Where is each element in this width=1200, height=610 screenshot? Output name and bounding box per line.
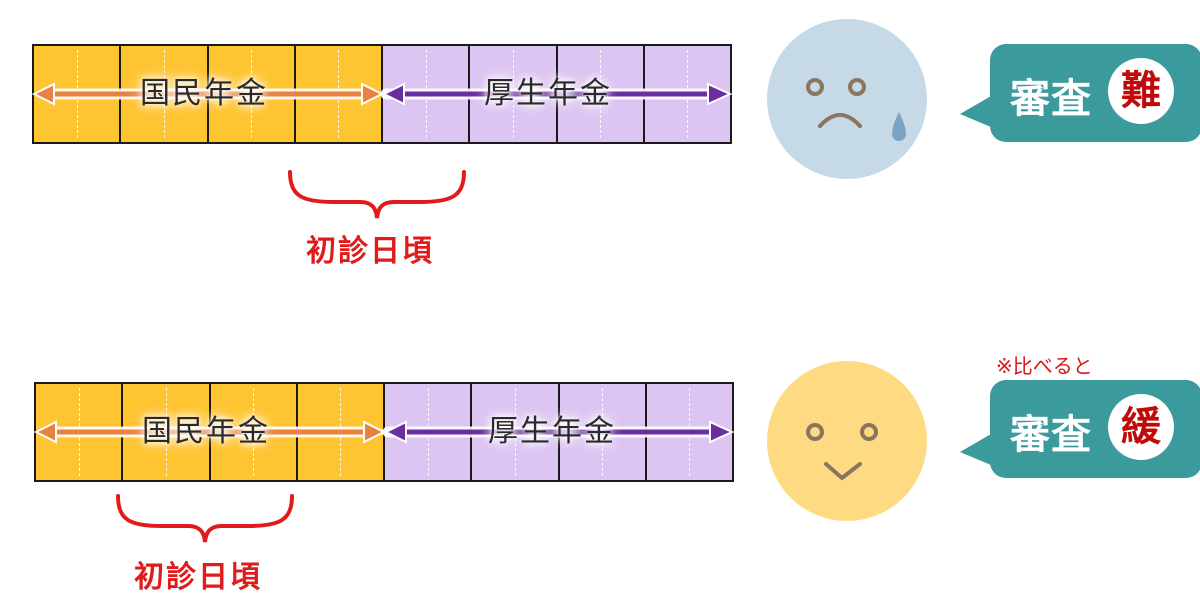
scenario-difficult-review: 国民年金 厚生年金 初診日頃 審査 難 — [0, 0, 1200, 269]
shoshin-brace — [116, 494, 294, 543]
smile-face-icon — [767, 361, 927, 521]
difficulty-text: 緩 — [1121, 404, 1161, 450]
shoshin-brace — [288, 170, 466, 219]
bubble-text: 審査 — [1010, 412, 1092, 458]
shoshin-label: 初診日頃 — [306, 234, 434, 269]
scenario-lenient-review: 国民年金 厚生年金 初診日頃 ※比べると 審査 緩 — [0, 340, 1200, 600]
kokumin-span-arrow — [34, 420, 387, 444]
timeline-arrows — [32, 82, 732, 106]
tear-icon — [892, 112, 906, 141]
timeline-arrows — [34, 420, 734, 444]
bubble-text: 審査 — [1010, 76, 1092, 122]
bubble-tail — [960, 430, 998, 468]
kokumin-label: 国民年金 — [142, 414, 270, 449]
shoshin-label: 初診日頃 — [134, 560, 262, 595]
kokumin-span-arrow — [32, 82, 385, 106]
kosei-label: 厚生年金 — [488, 414, 616, 449]
kokumin-label: 国民年金 — [140, 76, 268, 111]
difficulty-text: 難 — [1121, 68, 1161, 114]
kosei-label: 厚生年金 — [484, 76, 612, 111]
bubble-tail — [960, 92, 998, 130]
comparison-note: ※比べると — [996, 354, 1093, 378]
kosei-span-arrow — [382, 420, 734, 444]
difficulty-badge: 難 — [1108, 58, 1174, 124]
difficulty-badge: 緩 — [1108, 394, 1174, 460]
kosei-span-arrow — [380, 82, 732, 106]
sad-face-icon — [767, 19, 927, 179]
